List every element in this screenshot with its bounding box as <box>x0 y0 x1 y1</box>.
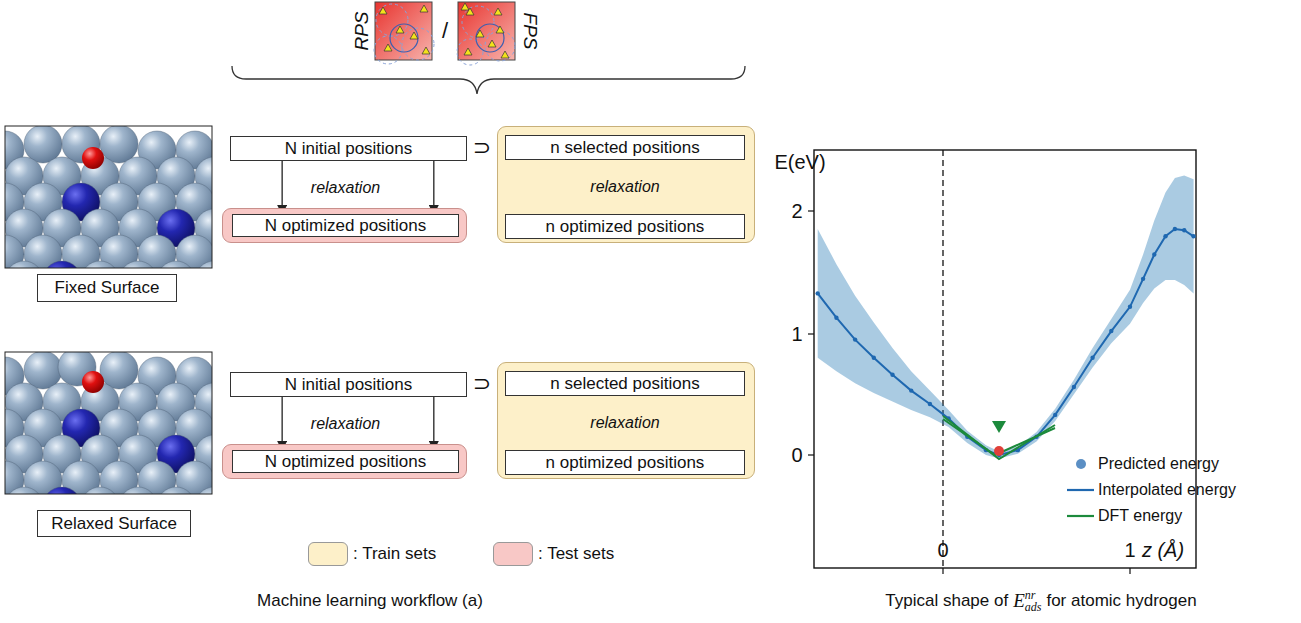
relax-arrow <box>433 397 434 450</box>
method-label: FPS <box>519 13 541 50</box>
box-text: n optimized positions <box>546 453 705 473</box>
box-text: N initial positions <box>285 375 413 395</box>
tick-label: 2 <box>791 200 802 223</box>
legend-text: Interpolated energy <box>1098 481 1236 499</box>
box-text: N optimized positions <box>265 452 427 472</box>
box-text: N optimized positions <box>265 216 427 236</box>
legend-swatch <box>308 542 348 566</box>
edge-label: relaxation <box>587 178 662 196</box>
caption: Typical shape ofEadsnrfor atomic hydroge… <box>880 589 1201 613</box>
box-text: Relaxed Surface <box>51 514 177 534</box>
box-text: N initial positions <box>285 139 413 159</box>
caption-text: for atomic hydrogen <box>1046 591 1196 611</box>
process-box: N initial positions <box>230 372 467 397</box>
caption-symbol: E <box>1013 590 1025 612</box>
legend-text: : Test sets <box>538 544 614 564</box>
superscript: nr <box>1025 589 1042 601</box>
separator: / <box>442 18 448 44</box>
axis-title: z (Å) <box>1142 539 1184 562</box>
process-box: n selected positions <box>505 371 745 396</box>
edge-label: relaxation <box>587 414 662 432</box>
edge-label: relaxation <box>308 179 383 197</box>
process-box: N initial positions <box>230 136 467 161</box>
process-box: n selected positions <box>505 135 745 160</box>
relax-arrow <box>433 161 434 214</box>
legend-text: DFT energy <box>1098 507 1182 525</box>
caption-text: Typical shape of <box>885 591 1008 611</box>
legend-swatch <box>493 542 533 566</box>
tick-label: 0 <box>791 444 802 467</box>
box-text: n selected positions <box>550 374 699 394</box>
box-text: Fixed Surface <box>55 278 160 298</box>
caption: Machine learning workflow (a) <box>257 591 483 611</box>
surface-label: Relaxed Surface <box>37 510 191 537</box>
tick-label: 0 <box>937 539 948 562</box>
legend-text: : Train sets <box>353 544 436 564</box>
process-box: n optimized positions <box>505 450 745 475</box>
subset-symbol: ⊃ <box>473 371 491 397</box>
legend-text: Predicted energy <box>1098 455 1219 473</box>
surface-label: Fixed Surface <box>37 274 177 302</box>
box-text: n optimized positions <box>546 217 705 237</box>
axis-title: E(eV) <box>774 151 825 174</box>
process-box: N optimized positions <box>232 450 459 473</box>
edge-label: relaxation <box>308 415 383 433</box>
process-box: n optimized positions <box>505 214 745 239</box>
subscript: ads <box>1025 601 1042 613</box>
tick-label: 1 <box>1124 539 1135 562</box>
tick-label: 1 <box>791 323 802 346</box>
box-text: n selected positions <box>550 138 699 158</box>
subset-symbol: ⊃ <box>473 135 491 161</box>
relax-arrow <box>281 161 282 214</box>
process-box: N optimized positions <box>232 214 459 237</box>
script-stack: adsnr <box>1025 589 1042 613</box>
relax-arrow <box>281 397 282 450</box>
method-label: RPS <box>351 11 373 50</box>
